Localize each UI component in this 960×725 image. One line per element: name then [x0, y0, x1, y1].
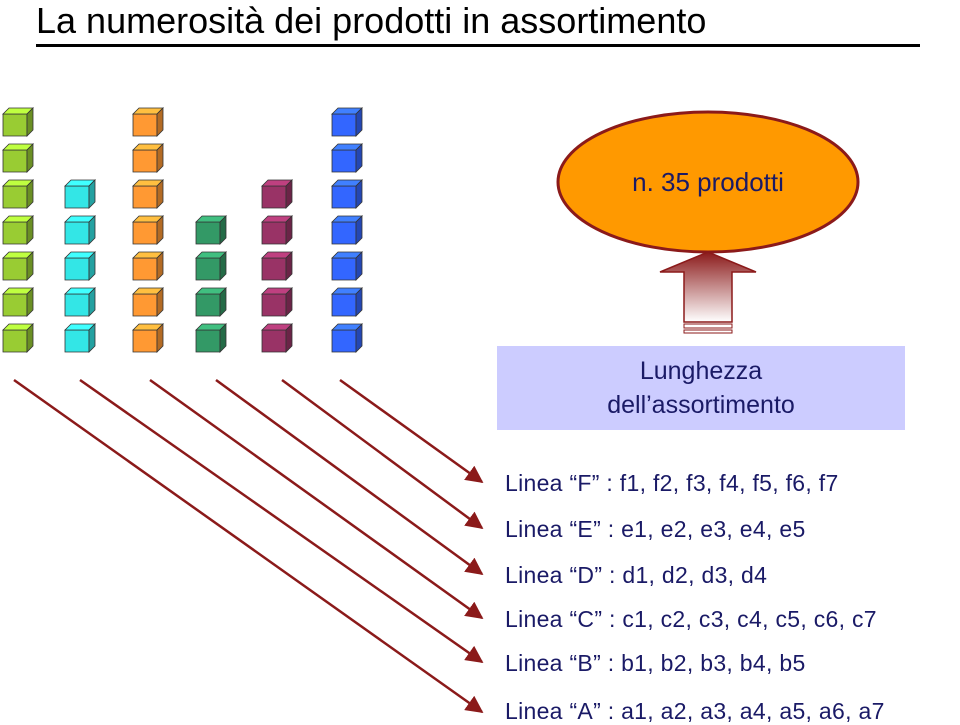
product-cube-f-2 [331, 287, 363, 317]
product-cube-a-6 [2, 143, 34, 173]
product-cube-d-2 [195, 287, 227, 317]
up-arrow [659, 251, 757, 334]
product-cube-a-7 [2, 107, 34, 137]
product-cube-d-1 [195, 323, 227, 353]
product-cube-a-2 [2, 287, 34, 317]
product-cube-e-2 [261, 287, 293, 317]
connector-arrow-c [149, 378, 484, 620]
connector-arrow-d [215, 378, 484, 576]
product-cube-e-4 [261, 215, 293, 245]
product-cube-d-4 [195, 215, 227, 245]
row-linea-c: Linea “C” : c1, c2, c3, c4, c5, c6, c7 [505, 606, 877, 632]
row-linea-b: Linea “B” : b1, b2, b3, b4, b5 [505, 650, 806, 676]
product-cube-d-3 [195, 251, 227, 281]
page-title: La numerosità dei prodotti in assortimen… [36, 0, 707, 41]
product-cubes [2, 107, 363, 353]
total-products-label: n. 35 prodotti [632, 167, 784, 197]
row-linea-f: Linea “F” : f1, f2, f3, f4, f5, f6, f7 [505, 470, 839, 496]
product-cube-c-4 [132, 215, 164, 245]
product-cube-b-5 [64, 179, 96, 209]
connector-arrow-b [79, 378, 484, 664]
connector-lines [13, 378, 484, 714]
product-cube-f-3 [331, 251, 363, 281]
product-cube-b-2 [64, 287, 96, 317]
assortment-length-box: Lunghezza dell’assortimento [497, 346, 905, 430]
product-cube-b-4 [64, 215, 96, 245]
row-linea-e: Linea “E” : e1, e2, e3, e4, e5 [505, 516, 806, 542]
product-cube-c-1 [132, 323, 164, 353]
row-linea-d: Linea “D” : d1, d2, d3, d4 [505, 562, 768, 588]
product-cube-f-5 [331, 179, 363, 209]
connector-arrow-f [339, 378, 484, 484]
product-cube-a-1 [2, 323, 34, 353]
product-cube-c-3 [132, 251, 164, 281]
product-cube-b-3 [64, 251, 96, 281]
product-cube-c-7 [132, 107, 164, 137]
connector-arrow-a [13, 378, 484, 714]
title-underline [36, 44, 920, 47]
product-cube-c-5 [132, 179, 164, 209]
product-cube-a-3 [2, 251, 34, 281]
product-cube-a-5 [2, 179, 34, 209]
product-cube-c-2 [132, 287, 164, 317]
product-cube-b-1 [64, 323, 96, 353]
product-cube-f-1 [331, 323, 363, 353]
product-cube-e-1 [261, 323, 293, 353]
connector-arrow-e [281, 378, 484, 530]
product-cube-e-5 [261, 179, 293, 209]
row-linea-a: Linea “A” : a1, a2, a3, a4, a5, a6, a7 [505, 698, 885, 724]
product-cube-e-3 [261, 251, 293, 281]
product-cube-f-6 [331, 143, 363, 173]
product-cube-f-7 [331, 107, 363, 137]
product-cube-c-6 [132, 143, 164, 173]
product-cube-a-4 [2, 215, 34, 245]
box-line-1: Lunghezza [639, 357, 763, 385]
product-cube-f-4 [331, 215, 363, 245]
box-line-2: dell’assortimento [607, 391, 795, 419]
